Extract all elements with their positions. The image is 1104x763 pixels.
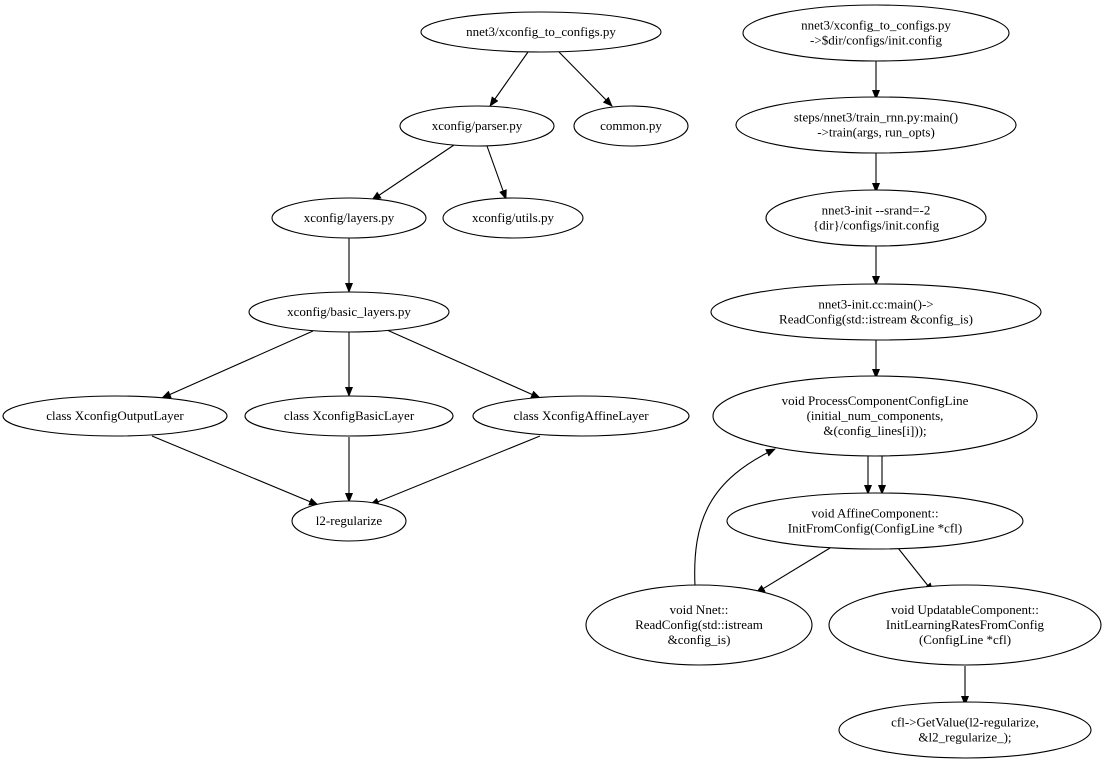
edge-basic-to-affine-layer — [386, 329, 541, 399]
edge-nnet-readconfig-to-process-component — [694, 448, 776, 587]
node-label-line: nnet3-init.cc:main()-> — [818, 297, 933, 312]
node-shape — [2, 395, 228, 437]
node-shape — [472, 395, 690, 437]
node-parser[interactable]: xconfig/parser.py — [399, 105, 555, 147]
node-label-line: InitFromConfig(ConfigLine *cfl) — [788, 521, 962, 536]
node-shape — [399, 105, 555, 147]
node-shape — [442, 197, 584, 239]
node-label-line: ->$dir/configs/init.config — [810, 33, 942, 48]
node-common[interactable]: common.py — [573, 105, 689, 147]
node-label-line: void Nnet:: — [670, 602, 729, 617]
edge-parser-to-utils — [486, 145, 507, 200]
node-basic-layer[interactable]: class XconfigBasicLayer — [244, 395, 454, 437]
node-label-line: (ConfigLine *cfl) — [919, 632, 1011, 647]
node-label-line: ReadConfig(std::istream &config_is) — [779, 312, 973, 327]
node-shape — [710, 283, 1042, 341]
node-label-line: steps/nnet3/train_rnn.py:main() — [794, 110, 958, 125]
node-init-config[interactable]: nnet3/xconfig_to_configs.py->$dir/config… — [742, 4, 1010, 62]
node-label-line: ReadConfig(std::istream — [635, 617, 763, 632]
node-label-line: common.py — [600, 118, 662, 133]
node-output-layer[interactable]: class XconfigOutputLayer — [2, 395, 228, 437]
node-updatable-component[interactable]: void UpdatableComponent::InitLearningRat… — [828, 584, 1102, 666]
node-label-line: &(config_lines[i])); — [823, 423, 926, 438]
node-label-line: class XconfigBasicLayer — [284, 408, 415, 423]
node-label-line: xconfig/utils.py — [472, 210, 554, 225]
node-l2-regularize[interactable]: l2-regularize — [291, 500, 407, 542]
node-xconfig-to-configs[interactable]: nnet3/xconfig_to_configs.py — [420, 11, 662, 53]
node-shape — [742, 4, 1010, 62]
node-layers[interactable]: xconfig/layers.py — [271, 197, 427, 239]
edge-affine-component-to-updatable — [897, 547, 934, 593]
node-label-line: class XconfigAffineLayer — [513, 408, 649, 423]
node-affine-layer[interactable]: class XconfigAffineLayer — [472, 395, 690, 437]
node-shape — [573, 105, 689, 147]
edge-parser-to-layers — [371, 144, 455, 201]
node-utils[interactable]: xconfig/utils.py — [442, 197, 584, 239]
node-label-line: &l2_regularize_); — [918, 730, 1011, 745]
edge-basic-to-output-layer — [161, 330, 314, 399]
node-shape — [248, 291, 450, 333]
node-nnet3-init[interactable]: nnet3-init --srand=-2{dir}/configs/init.… — [765, 189, 987, 247]
node-shape — [726, 492, 1024, 550]
node-train-rnn[interactable]: steps/nnet3/train_rnn.py:main()->train(a… — [735, 96, 1017, 154]
edge-xconfig-to-parser — [489, 51, 529, 107]
node-label-line: InitLearningRatesFromConfig — [886, 617, 1045, 632]
edge-xconfig-to-common — [558, 51, 613, 107]
node-label-line: nnet3-init --srand=-2 — [822, 203, 931, 218]
node-shape — [712, 375, 1038, 457]
node-label-line: void ProcessComponentConfigLine — [782, 393, 969, 408]
node-label-line: l2-regularize — [316, 513, 383, 528]
node-label-line: xconfig/basic_layers.py — [287, 304, 411, 319]
node-label-line: cfl->GetValue(l2-regularize, — [891, 715, 1039, 730]
node-label-line: void AffineComponent:: — [811, 506, 938, 521]
node-shape — [271, 197, 427, 239]
node-label-line: void UpdatableComponent:: — [891, 602, 1039, 617]
node-shape — [735, 96, 1017, 154]
node-label-line: class XconfigOutputLayer — [46, 408, 184, 423]
node-label-line: xconfig/parser.py — [432, 118, 523, 133]
node-label-line: (initial_num_components, — [807, 408, 944, 423]
node-shape — [244, 395, 454, 437]
node-affine-component[interactable]: void AffineComponent::InitFromConfig(Con… — [726, 492, 1024, 550]
edge-affine-to-l2 — [369, 435, 541, 506]
edge-affine-component-to-nnet-readconfig — [755, 547, 831, 594]
node-label-line: ->train(args, run_opts) — [817, 125, 935, 140]
node-label-line: {dir}/configs/init.config — [813, 218, 940, 233]
node-basic-layers[interactable]: xconfig/basic_layers.py — [248, 291, 450, 333]
node-shape — [420, 11, 662, 53]
node-shape — [765, 189, 987, 247]
node-process-component[interactable]: void ProcessComponentConfigLine(initial_… — [712, 375, 1038, 457]
nodes: nnet3/xconfig_to_configs.py xconfig/pars… — [2, 4, 1102, 759]
node-shape — [838, 701, 1092, 759]
node-label-line: nnet3/xconfig_to_configs.py — [466, 24, 616, 39]
node-nnet-readconfig[interactable]: void Nnet::ReadConfig(std::istream&confi… — [585, 584, 813, 666]
edge-output-to-l2 — [151, 435, 319, 506]
node-nnet3-init-cc[interactable]: nnet3-init.cc:main()->ReadConfig(std::is… — [710, 283, 1042, 341]
node-label-line: xconfig/layers.py — [304, 210, 395, 225]
node-get-value[interactable]: cfl->GetValue(l2-regularize,&l2_regulari… — [838, 701, 1092, 759]
node-shape — [585, 584, 813, 666]
node-label-line: &config_is) — [668, 632, 731, 647]
edges — [151, 51, 969, 706]
node-label-line: nnet3/xconfig_to_configs.py — [801, 18, 951, 33]
node-shape — [291, 500, 407, 542]
node-shape — [828, 584, 1102, 666]
